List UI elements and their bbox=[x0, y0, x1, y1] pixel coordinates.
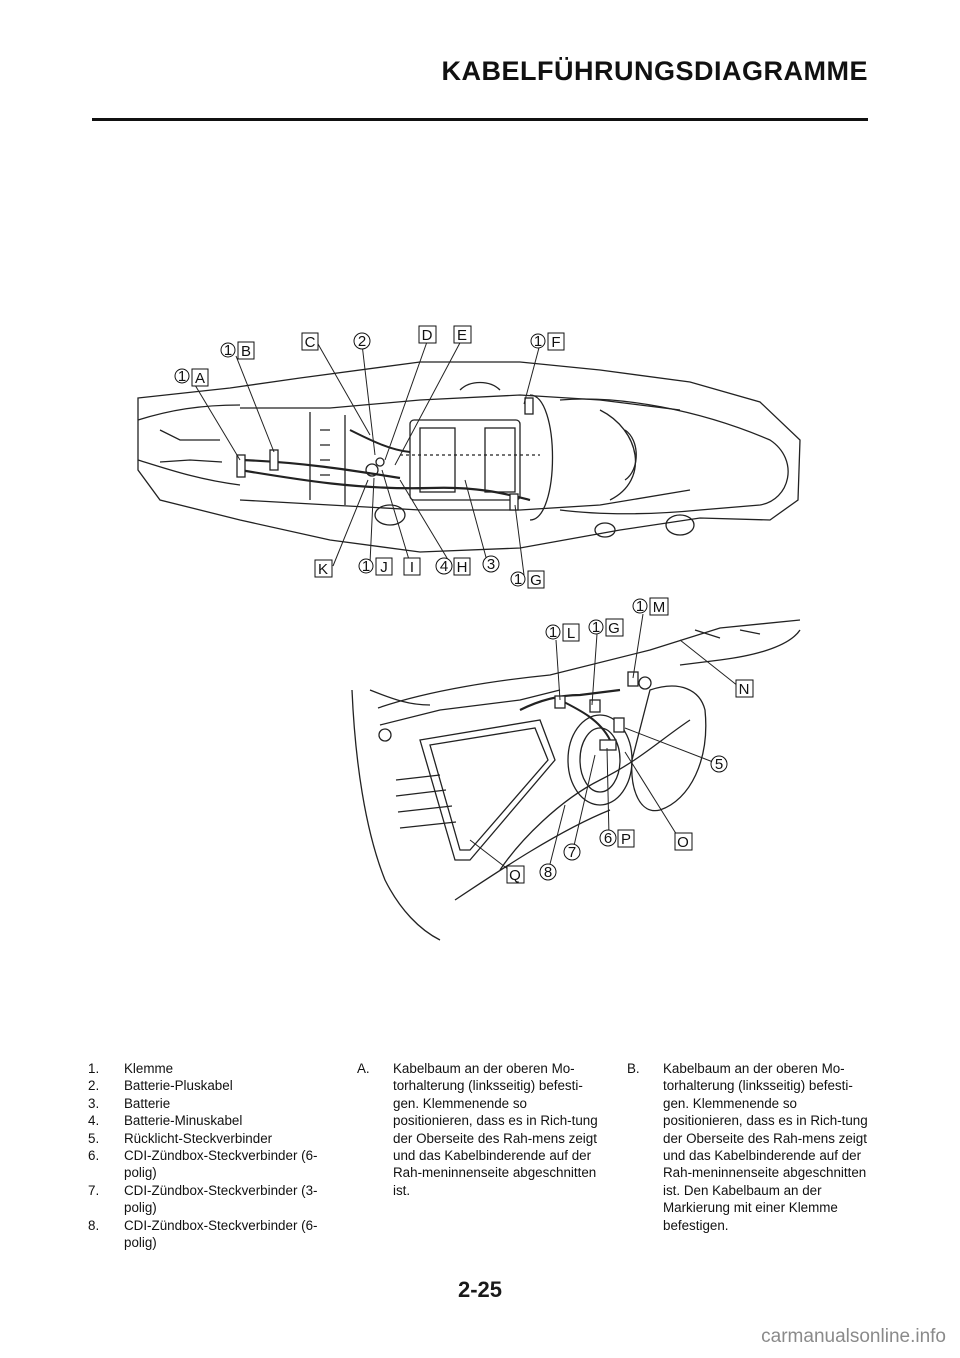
note-a: A. Kabelbaum an der oberen Mo-torhalterun… bbox=[357, 1060, 607, 1199]
callout-letter: O bbox=[677, 834, 689, 851]
callout-1-G-side: 1 G bbox=[588, 618, 624, 637]
callout-letter: E bbox=[457, 327, 467, 344]
callout-number: 4 bbox=[440, 558, 448, 575]
side-view-frame bbox=[351, 619, 801, 941]
note-text: Kabelbaum an der oberen Mo-torhalterung … bbox=[393, 1061, 598, 1198]
page-title: KABELFÜHRUNGSDIAGRAMME bbox=[441, 56, 868, 86]
callout-letter: C bbox=[305, 334, 316, 351]
callout-number: 1 bbox=[514, 571, 522, 588]
callout-Q: Q bbox=[506, 865, 525, 884]
callout-C: C bbox=[301, 332, 319, 351]
legend-item-number: 4. bbox=[88, 1113, 100, 1129]
legend-item: 5. Rücklicht-Steckverbinder bbox=[88, 1130, 328, 1147]
note-b: B. Kabelbaum an der oberen Mo-torhalterun… bbox=[627, 1060, 877, 1234]
callout-number: 1 bbox=[224, 342, 232, 359]
legend-item-text: CDI-Zündbox-Steckverbinder (3-polig) bbox=[124, 1182, 318, 1216]
callout-4-H: 4 H bbox=[435, 557, 471, 576]
callout-8: 8 bbox=[539, 863, 557, 881]
callout-7: 7 bbox=[563, 843, 581, 861]
legend-item: 6. CDI-Zündbox-Steckverbinder (6-polig) bbox=[88, 1147, 328, 1182]
callout-letter: G bbox=[530, 572, 542, 589]
top-view-frame bbox=[137, 361, 801, 553]
note-text: Kabelbaum an der oberen Mo-torhalterung … bbox=[663, 1061, 868, 1233]
callout-1-F: 1 F bbox=[530, 332, 565, 351]
legend-item-text: Rücklicht-Steckverbinder bbox=[124, 1130, 273, 1146]
legend-item-text: Batterie bbox=[124, 1095, 171, 1111]
callout-number: 3 bbox=[487, 556, 495, 573]
callout-number: 1 bbox=[534, 333, 542, 350]
callout-letter: A bbox=[195, 370, 205, 387]
callout-1-A: 1 A bbox=[174, 368, 209, 387]
callout-number: 2 bbox=[358, 333, 366, 350]
legend-item: 2. Batterie-Pluskabel bbox=[88, 1077, 328, 1094]
callout-number: 8 bbox=[544, 864, 552, 881]
note-letter: B. bbox=[627, 1061, 640, 1076]
side-view-leaders bbox=[469, 613, 739, 871]
callout-5: 5 bbox=[710, 755, 728, 773]
callout-N: N bbox=[735, 679, 754, 698]
parts-legend: 1. Klemme 2. Batterie-Pluskabel 3. Batterie… bbox=[88, 1060, 328, 1251]
watermark: carmanualsonline.info bbox=[761, 1326, 946, 1347]
callout-1-G-top: 1 G bbox=[510, 570, 545, 589]
legend-item-number: 3. bbox=[88, 1095, 100, 1111]
callout-letter: G bbox=[608, 620, 620, 637]
callout-1-J: 1 J bbox=[358, 557, 393, 576]
legend-item-text: Klemme bbox=[124, 1061, 174, 1076]
callout-letter: I bbox=[410, 559, 414, 576]
callout-1-L: 1 L bbox=[545, 623, 580, 642]
callout-1-B: 1 B bbox=[220, 341, 255, 360]
callout-3: 3 bbox=[482, 555, 500, 573]
callout-letter: B bbox=[241, 343, 251, 360]
callouts: 1 B C 2 D E 1 F bbox=[174, 325, 754, 884]
legend-item-number: 1. bbox=[88, 1061, 100, 1076]
note-item: B. Kabelbaum an der oberen Mo-torhalterun… bbox=[627, 1060, 877, 1234]
legend-item-number: 8. bbox=[88, 1217, 100, 1233]
legend-item: 8. CDI-Zündbox-Steckverbinder (6-polig) bbox=[88, 1217, 328, 1252]
legend-item-text: CDI-Zündbox-Steckverbinder (6-polig) bbox=[124, 1217, 318, 1251]
legend-item: 7. CDI-Zündbox-Steckverbinder (3-polig) bbox=[88, 1182, 328, 1217]
callout-1-M: 1 M bbox=[632, 597, 669, 616]
callout-2: 2 bbox=[353, 332, 371, 350]
legend-item: 1. Klemme bbox=[88, 1060, 328, 1077]
legend-item-number: 6. bbox=[88, 1148, 100, 1164]
legend-item: 3. Batterie bbox=[88, 1095, 328, 1112]
callout-letter: Q bbox=[509, 867, 521, 884]
callout-6-P: 6 P bbox=[599, 829, 635, 848]
callout-I: I bbox=[403, 557, 421, 576]
callout-number: 1 bbox=[592, 619, 600, 636]
callout-letter: L bbox=[567, 625, 575, 642]
callout-letter: D bbox=[422, 327, 433, 344]
callout-number: 6 bbox=[604, 830, 612, 847]
title-rule bbox=[92, 118, 868, 121]
callout-letter: H bbox=[457, 559, 468, 576]
callout-letter: M bbox=[653, 599, 666, 616]
callout-E: E bbox=[453, 325, 472, 344]
legend-item-text: Batterie-Pluskabel bbox=[124, 1078, 233, 1094]
legend-item-number: 2. bbox=[88, 1078, 100, 1094]
note-item: A. Kabelbaum an der oberen Mo-torhalterun… bbox=[357, 1060, 607, 1199]
legend-item-number: 5. bbox=[88, 1130, 100, 1146]
callout-number: 5 bbox=[715, 756, 723, 773]
note-letter: A. bbox=[357, 1061, 370, 1076]
callout-number: 1 bbox=[362, 558, 370, 575]
legend-item-text: Batterie-Minuskabel bbox=[124, 1113, 243, 1129]
callout-letter: F bbox=[551, 334, 560, 351]
callout-letter: K bbox=[318, 561, 328, 578]
page-number: 2-25 bbox=[457, 1277, 503, 1302]
legend-item-text: CDI-Zündbox-Steckverbinder (6-polig) bbox=[124, 1148, 318, 1181]
callout-O: O bbox=[674, 832, 693, 851]
legend-item-number: 7. bbox=[88, 1182, 100, 1198]
callout-K: K bbox=[314, 559, 333, 578]
callout-letter: J bbox=[380, 559, 388, 576]
callout-D: D bbox=[418, 325, 437, 344]
callout-letter: N bbox=[739, 681, 750, 698]
legend-item: 4. Batterie-Minuskabel bbox=[88, 1112, 328, 1129]
top-view-leaders bbox=[191, 338, 541, 576]
callout-letter: P bbox=[621, 831, 631, 848]
callout-number: 1 bbox=[636, 598, 644, 615]
callout-number: 1 bbox=[178, 368, 186, 385]
callout-number: 7 bbox=[568, 844, 576, 861]
callout-number: 1 bbox=[549, 624, 557, 641]
